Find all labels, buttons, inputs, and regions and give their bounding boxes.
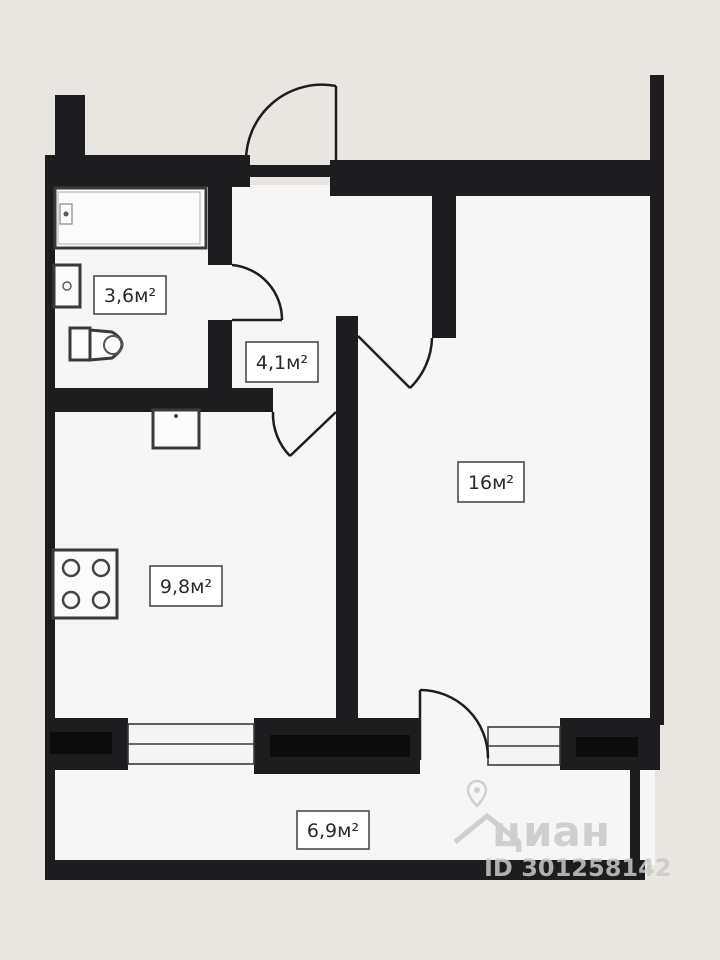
- balcony-door: [418, 688, 490, 760]
- wall-bathroom-right-lower: [208, 320, 232, 400]
- area-text-kitchen: 9,8м²: [160, 576, 212, 598]
- wall-entrance-sill: [248, 165, 332, 177]
- wall-top-left-stub: [55, 95, 85, 165]
- wall-right: [650, 75, 664, 725]
- entrance-door: [244, 83, 338, 163]
- wall-bathroom-bottom: [55, 388, 273, 412]
- wall-living-partition: [432, 196, 456, 338]
- wall-top-right: [330, 160, 660, 196]
- area-text-balcony: 6,9м²: [307, 820, 359, 842]
- kitchen-window: [127, 723, 255, 765]
- map-pin-icon: [466, 779, 488, 808]
- wall-balcony-left: [45, 770, 55, 880]
- stove-icon: [51, 548, 119, 620]
- windows: [127, 723, 561, 766]
- bathroom-door: [231, 263, 284, 322]
- window-wall-insert-middle: [270, 735, 410, 757]
- wall-kitchen-living: [336, 316, 358, 718]
- area-label-kitchen: 9,8м²: [149, 565, 223, 607]
- area-label-bathroom: 3,6м²: [93, 275, 167, 315]
- area-text-living-room: 16м²: [468, 472, 514, 494]
- sink-icon: [52, 263, 82, 309]
- window-wall-insert-left: [50, 732, 112, 754]
- wall-balcony-bottom: [45, 860, 645, 880]
- living-window: [487, 726, 561, 766]
- living-room-door: [357, 335, 434, 389]
- doors: [231, 83, 490, 760]
- watermark-brand: циан: [492, 807, 610, 856]
- wall-bathroom-right: [208, 187, 232, 265]
- house-icon: [453, 812, 521, 844]
- wall-top-left: [45, 155, 250, 187]
- kitchen-sink-icon: [151, 408, 201, 450]
- area-text-bathroom: 3,6м²: [104, 285, 156, 307]
- area-label-living-room: 16м²: [457, 461, 525, 503]
- area-text-hallway: 4,1м²: [256, 352, 308, 374]
- watermark: циан ID 301258142: [453, 779, 672, 882]
- kitchen-door: [271, 411, 337, 457]
- walls: [45, 75, 664, 880]
- window-wall-inserts: [50, 732, 638, 757]
- bathtub: [53, 186, 208, 250]
- window-wall-insert-right: [576, 737, 638, 757]
- area-label-balcony: 6,9м²: [296, 810, 370, 850]
- wall-balcony-right: [630, 770, 640, 878]
- watermark-id: ID 301258142: [484, 854, 672, 882]
- wall-left: [45, 155, 55, 875]
- toilet-icon: [68, 326, 124, 362]
- area-label-hallway: 4,1м²: [245, 341, 319, 383]
